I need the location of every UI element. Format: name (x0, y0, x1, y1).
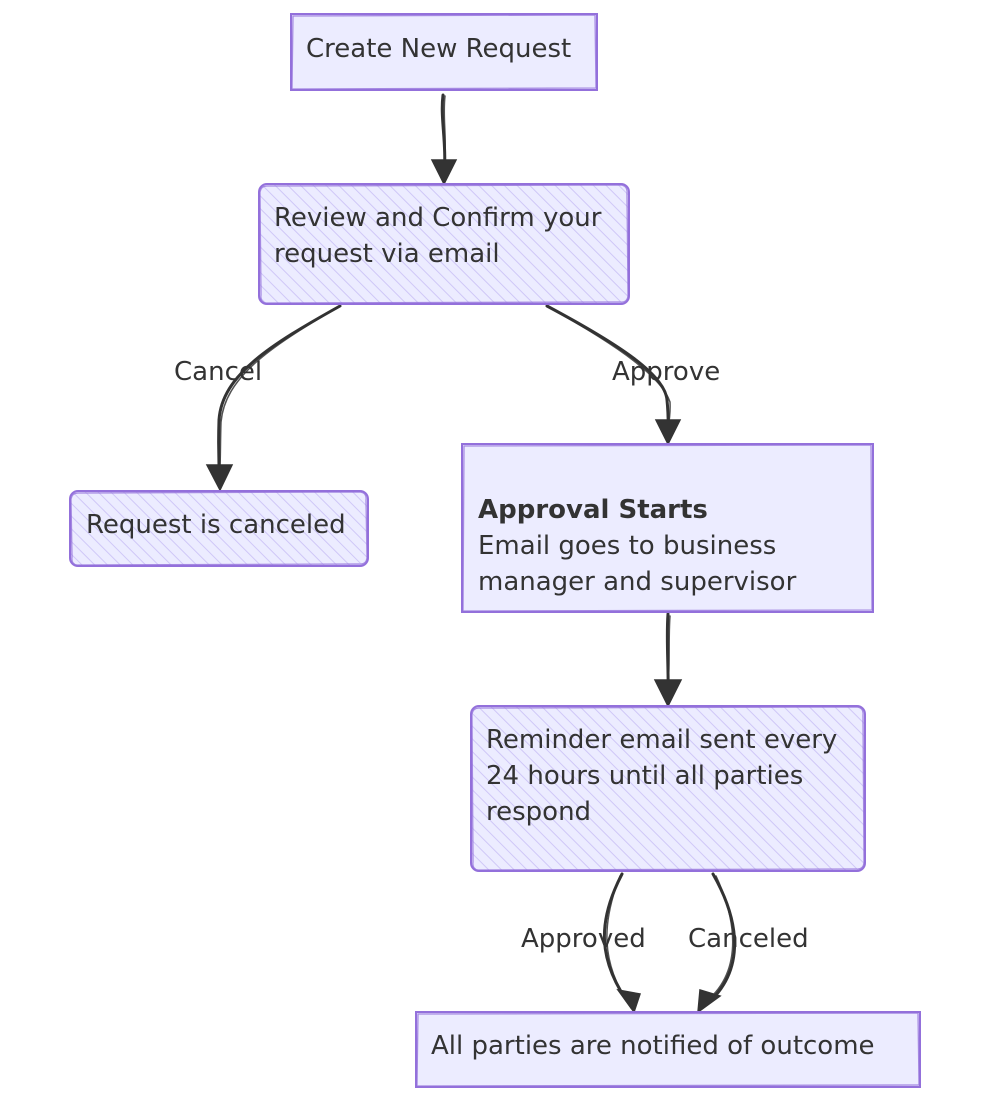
edge-label-cancel: Cancel (174, 357, 262, 387)
node-reminder-email-line-3: respond (486, 797, 591, 827)
node-reminder-email[interactable]: Reminder email sent every 24 hours until… (470, 705, 866, 872)
edge-reminder-to-notified-canceled: Canceled (688, 872, 809, 1014)
edge-review-to-approval: Approve (545, 304, 720, 446)
arrowhead-icon (653, 679, 683, 708)
svg-text:Approval Starts Email go: Approval Starts Email goes to business m… (478, 495, 797, 597)
node-all-notified-label: All parties are notified of outcome (431, 1031, 875, 1061)
node-approval-starts-line-1: Email goes to business (478, 531, 776, 561)
node-create-request[interactable]: Create New Request (290, 13, 598, 91)
node-request-canceled[interactable]: Request is canceled (69, 490, 369, 567)
node-reminder-email-line-2: 24 hours until all parties (486, 761, 803, 791)
svg-text:Review and Confirm your: Review and Confirm your request via emai… (274, 203, 610, 269)
node-all-notified[interactable]: All parties are notified of outcome (415, 1011, 921, 1088)
arrowhead-icon (616, 988, 641, 1014)
node-review-confirm-line-2: request via email (274, 239, 500, 269)
arrowhead-icon (654, 419, 682, 446)
node-approval-starts-title: Approval Starts (478, 495, 708, 525)
edge-create-to-review (430, 93, 458, 186)
node-approval-starts[interactable]: Approval Starts Email goes to business m… (461, 443, 874, 613)
edge-approval-to-reminder (653, 612, 683, 708)
node-approval-starts-line-2: manager and supervisor (478, 567, 797, 597)
arrowhead-icon (430, 159, 458, 186)
edge-reminder-to-notified-approved: Approved (521, 872, 646, 1014)
node-reminder-email-line-1: Reminder email sent every (486, 725, 837, 755)
edge-label-canceled: Canceled (688, 924, 809, 954)
arrowhead-icon (205, 464, 234, 492)
edge-label-approve: Approve (612, 357, 720, 387)
edge-label-approved: Approved (521, 924, 646, 954)
edge-review-to-canceled: Cancel (174, 304, 342, 492)
node-create-request-label: Create New Request (306, 34, 571, 64)
svg-text:Reminder email sent every: Reminder email sent every 24 hours until… (486, 725, 846, 827)
node-request-canceled-label: Request is canceled (86, 510, 346, 540)
node-review-confirm[interactable]: Review and Confirm your request via emai… (258, 183, 630, 305)
node-review-confirm-line-1: Review and Confirm your (274, 203, 602, 233)
arrowhead-icon (697, 989, 722, 1014)
